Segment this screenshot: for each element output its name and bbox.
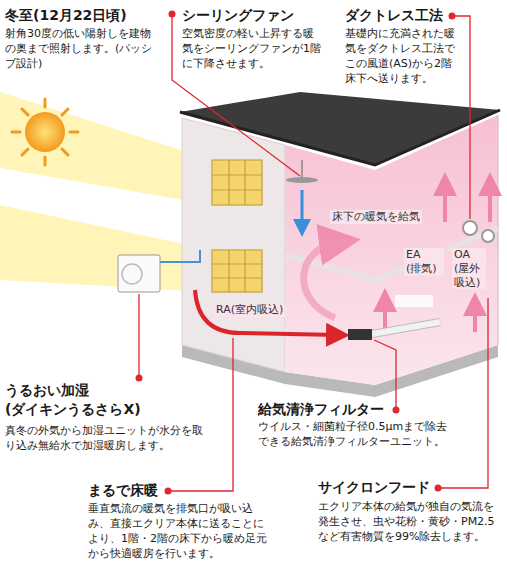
outdoor-unit-part (118, 255, 160, 292)
sun-symbol-part-part (44, 157, 47, 165)
warm-air-arrow-part (488, 184, 492, 222)
sun-beam-part (0, 205, 212, 292)
leader-dot-part (393, 407, 400, 414)
window-grid-part (212, 174, 262, 175)
callout-text: ウイルス・細菌粒子径0.5μmまで除去できる給気清浄フィルターユニット。 (258, 420, 448, 450)
warm-air-arrow-part (304, 242, 340, 318)
house-body-part (395, 295, 433, 307)
sun-beam (0, 92, 212, 292)
window-grid-part (228, 250, 229, 292)
callout-heading: サイクロンフード (318, 478, 430, 497)
sun-symbol-part-part (62, 149, 68, 155)
window-grid-part (244, 160, 245, 205)
return-air-arrow-part (195, 290, 338, 335)
warm-air-arrow-part (383, 300, 387, 328)
leader-dot-part (136, 375, 143, 382)
callout-text: 真冬の外気から加湿ユニットが水分を取り込み無給水で加湿暖房します。 (5, 424, 210, 454)
callout-text: 射角30度の低い陽射しを建物の奥まで照射します。(パッシブ設計) (5, 27, 153, 72)
sun-symbol-part-part (62, 109, 68, 115)
return-air-arrow (195, 290, 440, 340)
sun-symbol-part-part (44, 99, 47, 107)
window-grid-part (212, 160, 262, 205)
sun-symbol-part-part (70, 131, 78, 134)
sun-symbol-part-part (22, 149, 28, 155)
leader-line-part (168, 338, 233, 491)
warm-air-arrow-part (443, 184, 447, 222)
flow-label: 床下の暖気を給気 (330, 210, 422, 224)
sun-beam-part (0, 92, 212, 205)
outdoor-unit (118, 250, 200, 292)
house-body-part (180, 110, 500, 165)
return-air-arrow-part (372, 322, 440, 334)
house-body (180, 92, 500, 397)
return-air-arrow-part (348, 329, 372, 340)
leader-line-part (138, 294, 139, 378)
ceiling-fan-part (301, 160, 303, 178)
window-grid-part (212, 250, 262, 292)
callout-heading: 給気清浄フィルター (258, 400, 384, 419)
ceiling-fan-part (301, 190, 304, 228)
sun-symbol-part-part (22, 109, 28, 115)
leader-dot-part (449, 13, 456, 20)
flow-label: OA (屋外吸込) (452, 248, 486, 289)
leader-dot-part (169, 11, 176, 18)
window-grid-part (228, 160, 229, 205)
air-shaft-part (463, 221, 477, 235)
callout-text: 垂直気流の暖気を排気口が吸い込み、直接エクリア本体に送ることにより、1階・2階の… (88, 502, 270, 561)
air-shaft-part (482, 230, 494, 242)
callout-text: 空気密度の軽い上昇する暖気をシーリングファンが1階に下降させます。 (182, 27, 322, 72)
house-body-part (180, 92, 500, 165)
leader-dot-part (165, 488, 172, 495)
window-grid-part (212, 263, 262, 264)
return-air-arrow-part (372, 322, 440, 334)
outdoor-unit-part (160, 250, 200, 262)
sun-symbol-part (12, 99, 78, 165)
callout-heading: 冬至(12月22日頃) (5, 6, 127, 25)
sun-symbol-part-part (12, 131, 20, 134)
leader-line-part (438, 298, 488, 488)
window-grid-part (212, 189, 262, 190)
callout-text: 基礎内に充満された暖気をダクトレス工法でこの風道(AS)から2階床下へ送ります。 (345, 27, 457, 86)
warm-air-arrow (304, 184, 490, 332)
warm-air-arrow-part (473, 304, 477, 332)
callout-heading: うるおい加湿 (ダイキンうるさらX) (5, 381, 175, 419)
ceiling-fan-part (286, 177, 318, 183)
window-grid-part (244, 250, 245, 292)
callout-heading: ダクトレス工法 (345, 6, 443, 25)
callout-text: エクリア本体の給気が独自の気流を発生させ、虫や花粉・黄砂・PM2.5など有害物質… (318, 500, 503, 545)
outdoor-unit-part (122, 264, 142, 284)
leader-line-part (374, 340, 396, 410)
flow-label: RA(室内吸込) (214, 303, 285, 317)
leader-line (139, 14, 488, 491)
air-shaft (463, 221, 494, 242)
window-grid-part (212, 277, 262, 278)
ceiling-fan (286, 160, 318, 228)
sun-symbol (12, 99, 78, 165)
callout-heading: シーリングファン (182, 6, 294, 25)
leader-dot-part (435, 485, 442, 492)
flow-label: EA (排気) (404, 248, 444, 276)
callout-heading: まるで床暖 (88, 481, 158, 500)
sun-symbol-part (25, 112, 65, 152)
window-grid (212, 160, 262, 292)
